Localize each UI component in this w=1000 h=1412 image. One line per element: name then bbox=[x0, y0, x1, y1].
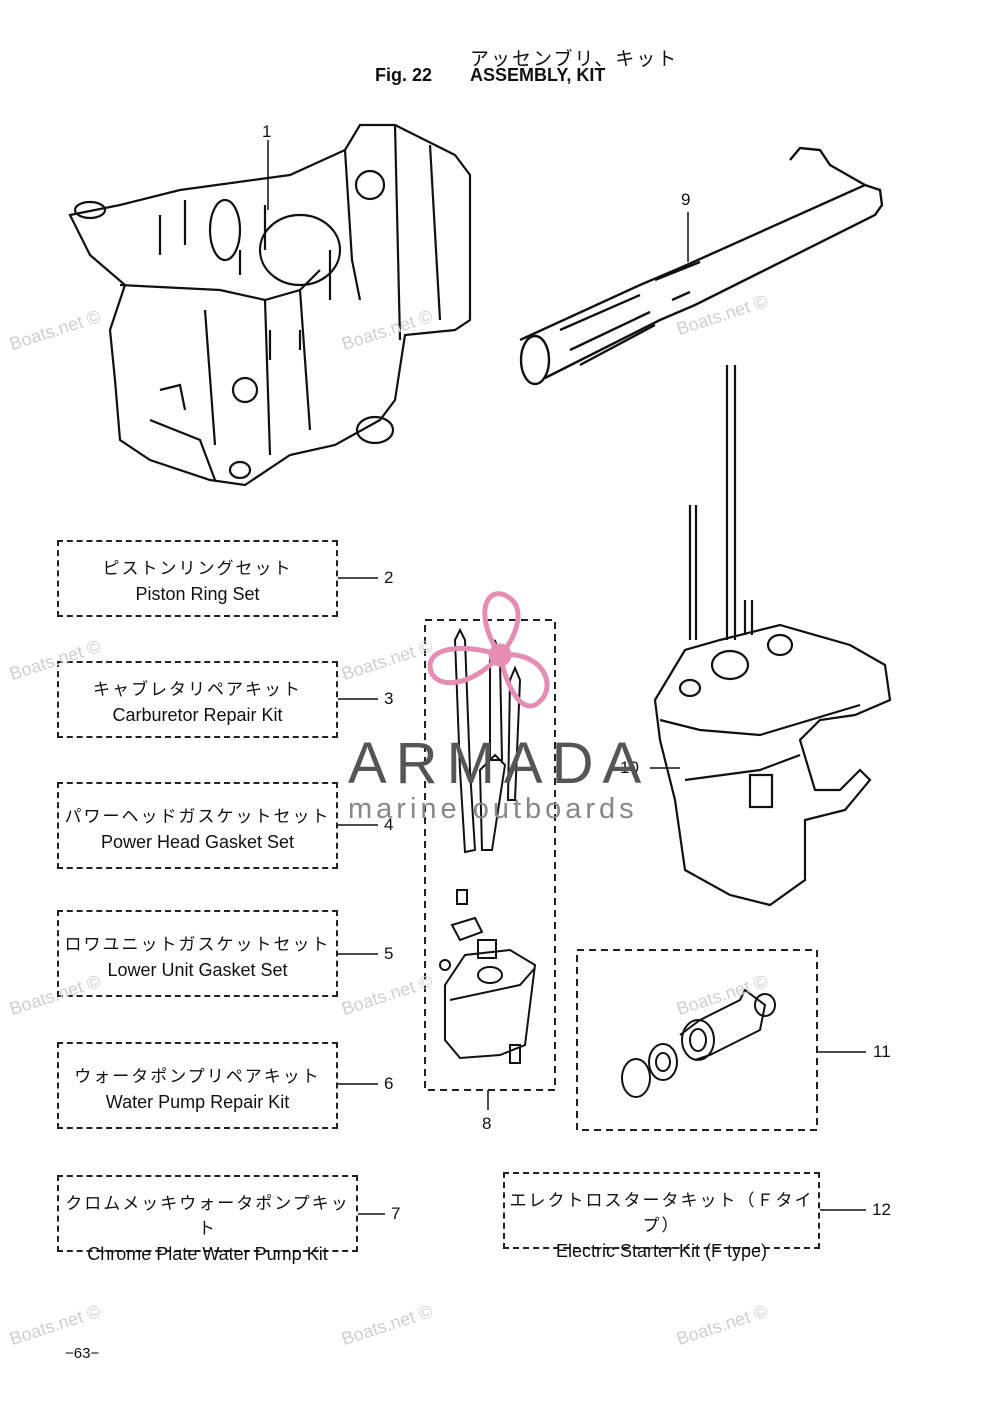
callout-8: 8 bbox=[482, 1114, 492, 1133]
lower-unit-drawing bbox=[653, 365, 892, 907]
kit-box-chrome-plate-water-pump-kit: クロムメッキウォータポンプキット Chrome Plate Water Pump… bbox=[57, 1175, 358, 1264]
kit-number: 2 bbox=[384, 568, 394, 587]
kit-box-lower-unit-gasket-set: ロワユニットガスケットセット Lower Unit Gasket Set bbox=[57, 910, 338, 997]
kit-name: Chrome Plate Water Pump Kit bbox=[87, 1244, 328, 1264]
figure-title: ASSEMBLY, KIT bbox=[470, 65, 606, 85]
kit-name: Carburetor Repair Kit bbox=[112, 705, 283, 725]
kit-number: 12 bbox=[872, 1200, 891, 1219]
tiller-handle-drawing bbox=[519, 146, 884, 386]
callout-1: 1 bbox=[262, 122, 272, 141]
kit-box-piston-ring-set: ピストンリングセット Piston Ring Set bbox=[57, 540, 338, 617]
kit-name-jp: キャブレタリペアキット bbox=[93, 680, 302, 700]
propeller-logo-icon bbox=[427, 591, 550, 709]
kit-name: Piston Ring Set bbox=[135, 584, 260, 604]
kit-name: Water Pump Repair Kit bbox=[105, 1092, 290, 1112]
kit-name: Power Head Gasket Set bbox=[100, 832, 295, 852]
kit-number: 6 bbox=[384, 1074, 394, 1093]
leader-lines bbox=[338, 577, 866, 1215]
armada-tagline: marine outboards bbox=[348, 793, 638, 825]
kit-box-electric-starter-kit: エレクトロスタータキット（Ｆタイプ） Electric Starter Kit … bbox=[503, 1172, 820, 1261]
kit-number: 4 bbox=[384, 815, 394, 834]
callout-9: 9 bbox=[681, 190, 691, 209]
armada-brand-logo: ARMADA bbox=[348, 731, 651, 796]
figure-title-japanese: アッセンブリ、キット bbox=[470, 48, 679, 70]
kit-name-jp: エレクトロスタータキット（Ｆタイプ） bbox=[509, 1191, 814, 1236]
callout-10: 10 bbox=[620, 758, 639, 777]
kit-name: Electric Starter Kit (F type) bbox=[555, 1241, 768, 1261]
kit-number: 3 bbox=[384, 689, 394, 708]
kit-box-carburetor-repair-kit: キャブレタリペアキット Carburetor Repair Kit bbox=[57, 661, 338, 738]
page-number: −63− bbox=[65, 1345, 100, 1362]
kit-name: Lower Unit Gasket Set bbox=[107, 960, 288, 980]
figure-number: Fig. 22 bbox=[375, 65, 433, 85]
water-pump-parts-drawing bbox=[439, 627, 537, 1064]
kit-name-jp: ロワユニットガスケットセット bbox=[64, 935, 331, 955]
kit-box-power-head-gasket-set: パワーヘッドガスケットセット Power Head Gasket Set bbox=[57, 782, 338, 869]
starter-parts-drawing bbox=[621, 988, 776, 1098]
kit-name-jp: ウォータポンプリペアキット bbox=[74, 1067, 321, 1087]
kit-11-dashed-frame bbox=[576, 949, 818, 1131]
kit-8-dashed-frame bbox=[424, 619, 556, 1091]
kit-number: 7 bbox=[391, 1204, 401, 1223]
kit-number: 5 bbox=[384, 944, 394, 963]
powerhead-drawing bbox=[68, 123, 472, 487]
kit-box-water-pump-repair-kit: ウォータポンプリペアキット Water Pump Repair Kit bbox=[57, 1042, 338, 1129]
kit-name-jp: ピストンリングセット bbox=[102, 559, 293, 579]
callout-11: 11 bbox=[873, 1042, 891, 1061]
kit-name-jp: クロムメッキウォータポンプキット bbox=[65, 1194, 350, 1239]
kit-name-jp: パワーヘッドガスケットセット bbox=[64, 807, 331, 827]
